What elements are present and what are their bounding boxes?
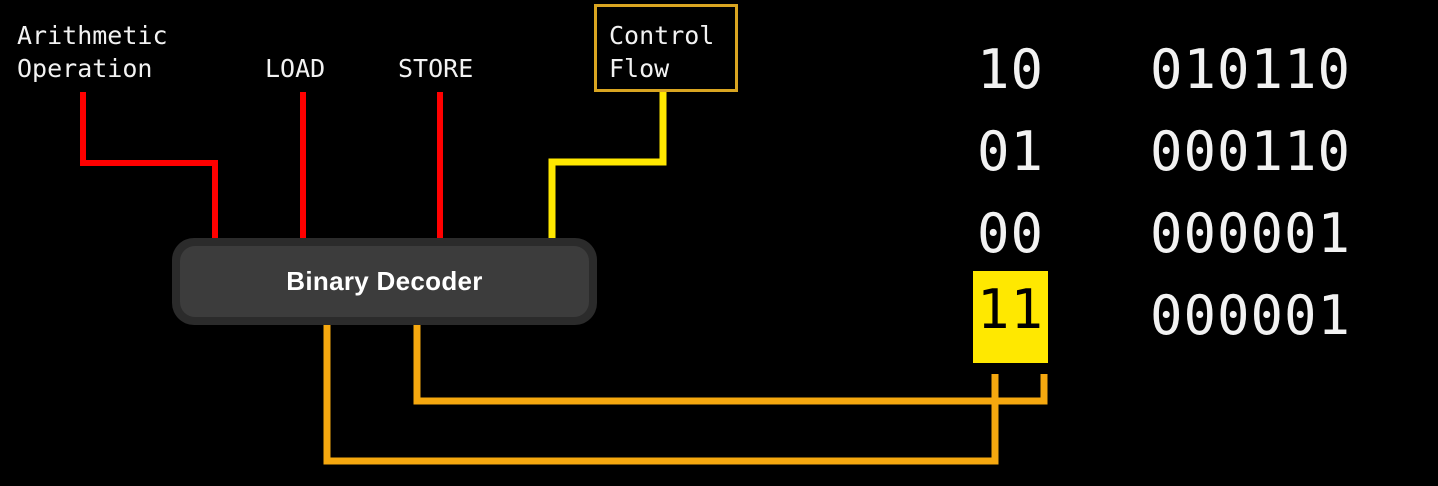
control-flow-label: Control Flow [609,21,715,83]
signal-label-load: LOAD [265,54,326,83]
decoder-truth-table: 10 010110 01 000110 00 000001 11 000001 [960,34,1420,363]
signal-label-arithmetic-operation: Arithmetic Operation [17,21,168,83]
table-row: 01 000110 [960,116,1420,198]
table-row: 00 000001 [960,198,1420,280]
table-row: 10 010110 [960,34,1420,116]
binary-decoder-node: Binary Decoder [172,238,597,325]
wire-decoder-out-inner [413,324,1048,405]
wire-arithmetic-operation [80,92,218,240]
opcode-value: 01 [977,120,1045,183]
wire-decoder-out-outer [323,324,999,465]
wire-control-flow [548,92,667,240]
opcode-value: 10 [977,38,1045,101]
table-row-highlighted: 11 000001 [960,271,1420,363]
opcode-value-highlighted: 11 [973,271,1049,363]
signal-label-store: STORE [398,54,474,83]
output-value: 000001 [1150,284,1352,347]
output-value: 000110 [1150,120,1352,183]
output-value: 010110 [1150,38,1352,101]
output-value: 000001 [1150,202,1352,265]
opcode-value: 00 [977,202,1045,265]
control-flow-box: Control Flow [594,4,738,92]
binary-decoder-label: Binary Decoder [286,266,483,296]
